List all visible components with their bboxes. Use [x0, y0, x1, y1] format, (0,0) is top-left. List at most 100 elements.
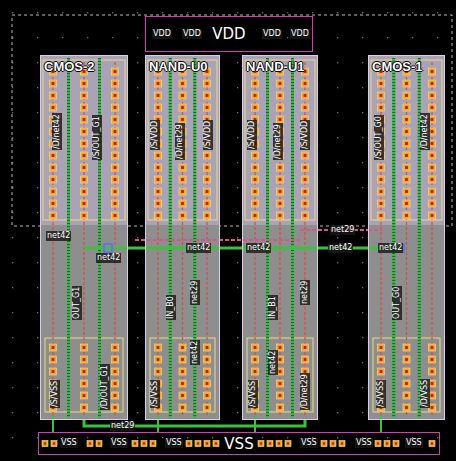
contact: [179, 404, 186, 411]
contact-core: [304, 82, 307, 85]
contact: [155, 344, 162, 351]
contact: [155, 152, 162, 159]
contact: [204, 380, 211, 387]
net-label: OUT_G1: [72, 286, 82, 320]
metal-route: [135, 239, 300, 241]
contact: [50, 368, 57, 375]
contact: [204, 200, 211, 207]
contact-core: [206, 346, 209, 349]
contact-core: [114, 82, 117, 85]
contact: [403, 104, 410, 111]
contact-core: [181, 106, 184, 109]
terminal-label: /S/VDD: [247, 120, 257, 150]
contact-core: [431, 166, 434, 169]
contact: [155, 176, 162, 183]
contact-core: [181, 118, 184, 121]
contact-core: [181, 346, 184, 349]
contact-core: [279, 82, 282, 85]
contact: [81, 380, 88, 387]
net-label: OUT_G0: [392, 286, 402, 320]
contact: [429, 344, 436, 351]
contact: [277, 188, 284, 195]
contact-core: [405, 154, 408, 157]
contact-core: [83, 346, 86, 349]
contact-core: [323, 442, 325, 444]
contact: [429, 188, 436, 195]
contact-core: [181, 382, 184, 385]
poly-hatch: [418, 58, 421, 418]
contact: [112, 104, 119, 111]
contact: [81, 212, 88, 219]
contact-core: [83, 202, 86, 205]
contact-core: [114, 190, 117, 193]
net-wire: [220, 247, 242, 250]
contact-core: [332, 442, 334, 444]
contact: [252, 212, 259, 219]
contact-core: [206, 370, 209, 373]
poly-gate: [392, 58, 395, 418]
poly-hatch: [291, 58, 294, 418]
contact: [87, 441, 93, 447]
contact: [204, 368, 211, 375]
contact-core: [114, 214, 117, 217]
cell-layout: [40, 55, 128, 433]
contact: [195, 441, 201, 447]
contact-core: [52, 202, 55, 205]
contact: [81, 152, 88, 159]
contact-core: [114, 118, 117, 121]
contact-core: [157, 346, 160, 349]
contact-core: [279, 358, 282, 361]
contact: [277, 212, 284, 219]
contact: [112, 356, 119, 363]
contact-core: [206, 82, 209, 85]
contact: [50, 164, 57, 171]
pmos-active: [148, 60, 217, 220]
contact: [378, 368, 385, 375]
contact: [403, 200, 410, 207]
contact: [50, 200, 57, 207]
contact-core: [304, 94, 307, 97]
contact-core: [114, 202, 117, 205]
contact: [42, 441, 48, 447]
contact: [378, 164, 385, 171]
pin-label: VSS: [355, 438, 373, 448]
contact-core: [254, 154, 257, 157]
contact-core: [304, 154, 307, 157]
contact-core: [405, 166, 408, 169]
contact-core: [114, 142, 117, 145]
contact-core: [52, 94, 55, 97]
contact: [186, 441, 192, 447]
contact-core: [431, 202, 434, 205]
contact-core: [83, 166, 86, 169]
contact-core: [206, 166, 209, 169]
contact-core: [52, 82, 55, 85]
cell-layout: [368, 55, 445, 433]
contact-core: [405, 346, 408, 349]
contact-core: [89, 442, 91, 444]
contact-core: [114, 370, 117, 373]
contact-core: [254, 190, 257, 193]
contact: [179, 200, 186, 207]
contact-core: [405, 214, 408, 217]
contact-core: [254, 370, 257, 373]
contact: [276, 441, 282, 447]
rail-name: VDD: [210, 26, 247, 42]
contact-core: [431, 346, 434, 349]
pmos-active: [43, 60, 125, 220]
contact: [429, 176, 436, 183]
contact: [132, 441, 138, 447]
contact: [403, 176, 410, 183]
contact: [50, 92, 57, 99]
contact: [277, 392, 284, 399]
contact: [112, 68, 119, 75]
contact: [403, 80, 410, 87]
terminal-label: /D/net29: [300, 373, 310, 410]
contact-core: [188, 442, 190, 444]
pmos-active: [371, 60, 442, 220]
contact: [50, 152, 57, 159]
contact-core: [181, 370, 184, 373]
contact-core: [380, 370, 383, 373]
nwell-region: [12, 15, 452, 226]
contact: [403, 152, 410, 159]
contact-core: [431, 358, 434, 361]
